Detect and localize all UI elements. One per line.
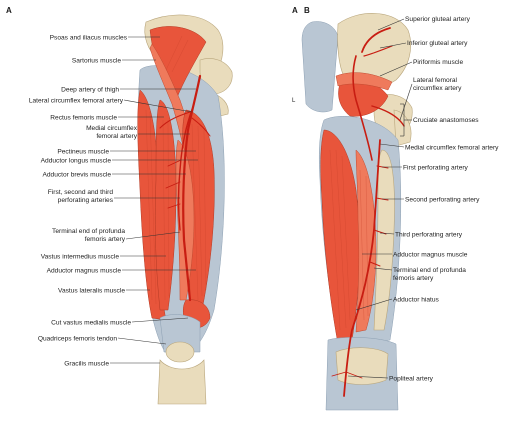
label-terminal-profunda-b-line2: femoris artery [393, 275, 434, 282]
label-vastus-lateralis: Vastus lateralis muscle [58, 288, 125, 295]
label-quadriceps-tendon: Quadriceps femoris tendon [38, 336, 117, 343]
label-psoas-iliacus: Psoas and iliacus muscles [50, 35, 128, 42]
panel-b-illustration [301, 13, 413, 411]
label-terminal-profunda-b-line1: Terminal end of profunda [393, 267, 466, 274]
label-superior-gluteal-artery: Superior gluteal artery [405, 16, 471, 23]
label-medial-circumflex-line2: femoral artery [96, 133, 137, 140]
panel-a-letter: A [6, 6, 12, 15]
panel-b-leader-lines [347, 18, 413, 379]
label-adductor-brevis: Adductor brevis muscle [42, 172, 111, 179]
label-medial-circumflex-line1: Medial circumflex [86, 125, 138, 132]
label-sartorius: Sartorius muscle [72, 58, 121, 65]
panel-b-letter-b: B [304, 6, 310, 15]
panel-b-labels: A B L Superior gluteal artery Inferior g… [292, 6, 499, 383]
label-lateral-circumflex-femoral-artery: Lateral circumflex femoral artery [29, 98, 124, 105]
label-inferior-gluteal-artery: Inferior gluteal artery [407, 40, 468, 47]
label-terminal-profunda-line1: Terminal end of profunda [52, 228, 125, 235]
label-third-perforating-artery: Third perforating artery [395, 232, 463, 239]
label-cut-vastus-medialis: Cut vastus medialis muscle [51, 320, 131, 327]
label-adductor-hiatus: Adductor hiatus [393, 297, 440, 304]
label-adductor-magnus-a: Adductor magnus muscle [47, 268, 122, 275]
label-medial-circumflex-femoral-artery: Medial circumflex femoral artery [405, 145, 499, 152]
label-perforating-arteries-line1: First, second and third [48, 189, 114, 196]
label-rectus-femoris: Rectus femoris muscle [50, 115, 117, 122]
label-cruciate-anastomoses: Cruciate anastomoses [413, 117, 479, 124]
label-adductor-longus: Adductor longus muscle [41, 158, 112, 165]
label-piriformis: Piriformis muscle [413, 59, 464, 66]
label-gracilis: Gracilis muscle [64, 361, 109, 368]
label-first-perforating-artery: First perforating artery [403, 165, 469, 172]
label-vastus-intermedius: Vastus intermedius muscle [41, 254, 120, 261]
label-second-perforating-artery: Second perforating artery [405, 197, 480, 204]
panel-a-illustration [137, 14, 233, 405]
label-perforating-arteries-line2: perforating arteries [58, 197, 114, 204]
label-popliteal-artery: Popliteal artery [389, 376, 434, 383]
panel-b-small-letter: L [292, 98, 296, 104]
label-pectineus: Pectineus muscle [57, 149, 109, 156]
panel-b-letter-a: A [292, 6, 298, 15]
panel-a-leader-lines [110, 36, 198, 364]
panel-a-labels: A Psoas and iliacus muscles Sartorius mu… [6, 6, 138, 368]
label-deep-artery-thigh: Deep artery of thigh [61, 87, 119, 94]
label-adductor-magnus-b: Adductor magnus muscle [393, 252, 468, 259]
label-terminal-profunda-line2: femoris artery [85, 236, 126, 243]
label-lateral-femoral-circumflex-line2: circumflex artery [413, 85, 462, 92]
label-lateral-femoral-circumflex-line1: Lateral femoral [413, 77, 458, 84]
